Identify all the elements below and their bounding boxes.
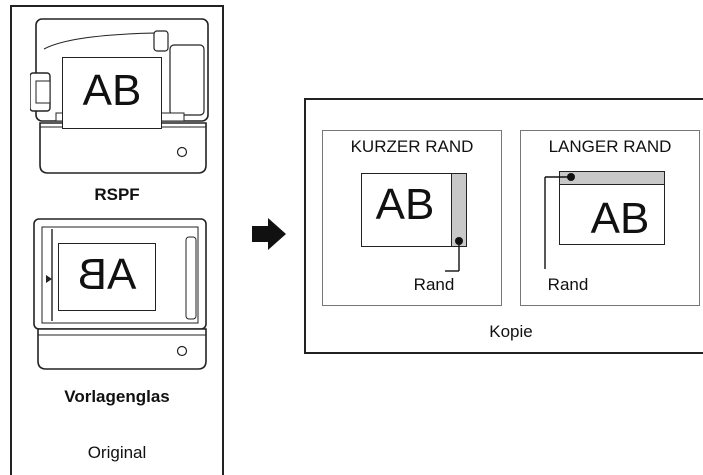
long-edge-box: LANGER RAND AB Rand xyxy=(520,130,700,306)
glass-doc-text: AB xyxy=(77,250,137,299)
short-edge-title: KURZER RAND xyxy=(350,137,474,156)
long-edge-margin-strip xyxy=(560,172,664,185)
short-edge-box: KURZER RAND AB Rand xyxy=(322,130,502,306)
long-edge-document: AB xyxy=(559,171,665,245)
long-edge-doc-text: AB xyxy=(590,194,650,243)
short-edge-margin-label: Rand xyxy=(413,275,455,294)
copy-footer-label: Kopie xyxy=(489,322,533,341)
rspf-doc-text: AB xyxy=(82,66,142,115)
original-panel: AB RSPF AB Vorlagenglas Original xyxy=(10,5,224,475)
long-edge-title: LANGER RAND xyxy=(548,137,672,156)
original-footer-label: Original xyxy=(87,443,147,462)
copy-panel: KURZER RAND AB Rand LANGER RAND AB Rand … xyxy=(304,98,703,354)
rspf-original-document: AB xyxy=(62,57,162,129)
short-edge-margin-strip xyxy=(451,174,466,246)
long-edge-pointer xyxy=(544,173,575,269)
short-edge-doc-text: AB xyxy=(375,180,435,229)
long-edge-margin-label: Rand xyxy=(547,275,589,294)
glass-label: Vorlagenglas xyxy=(64,387,170,406)
arrow-right-icon xyxy=(252,218,286,250)
short-edge-document: AB xyxy=(361,173,467,247)
rspf-label: RSPF xyxy=(94,185,140,204)
glass-original-document: AB xyxy=(58,243,156,311)
short-edge-pointer xyxy=(445,237,463,272)
